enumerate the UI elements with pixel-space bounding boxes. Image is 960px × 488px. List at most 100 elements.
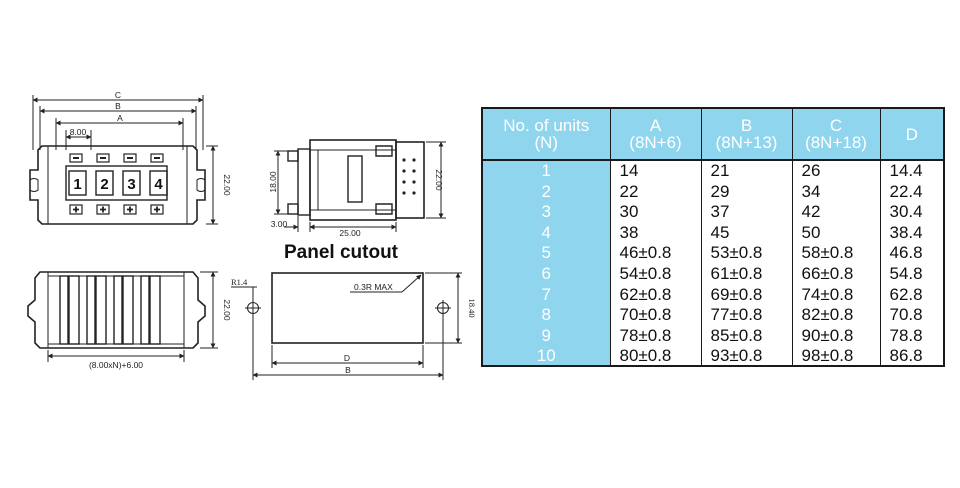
cutout-radius-label: R1.4 (231, 277, 248, 287)
cell-units: 10 (483, 346, 611, 365)
cell-c: 98±0.8 (792, 346, 881, 365)
header-d: D (880, 109, 943, 161)
cell-a: 78±0.8 (610, 325, 702, 347)
cell-d: 30.4 (889, 202, 923, 222)
digit-4: 4 (154, 176, 163, 193)
dimension-table: No. of units (N) A (8N+6) B (8N+13) C (8… (481, 107, 945, 367)
cell-b: 93±0.8 (701, 346, 793, 365)
header-a-line2: (8N+6) (629, 133, 682, 152)
cell-b: 29 (701, 181, 793, 203)
cutout-height-label: 18.40 (467, 298, 477, 317)
cell-units: 9 (483, 325, 611, 347)
cell-d: 78.8 (889, 325, 923, 345)
panel-cutout-title: Panel cutout (284, 242, 399, 263)
digit-3: 3 (127, 176, 135, 193)
cell-c: 50 (792, 222, 881, 244)
cell-c: 90±0.8 (792, 325, 881, 347)
cell-d: 22.4 (889, 181, 923, 201)
header-d-line1: D (905, 124, 918, 144)
cell-a: 62±0.8 (610, 284, 702, 306)
cell-a: 54±0.8 (610, 263, 702, 285)
cell-units: 3 (483, 202, 611, 223)
cell-units: 8 (483, 305, 611, 326)
header-units-line1: No. of units (503, 116, 590, 135)
dim-pitch-label: 8.00 (70, 127, 87, 137)
cell-a: 22 (610, 181, 702, 203)
dim-a-label: A (117, 113, 123, 123)
cell-c: 26 (792, 160, 881, 182)
cell-b: 21 (701, 160, 793, 182)
side-view-height-label: 18.00 (268, 171, 278, 193)
header-c: C (8N+18) (792, 109, 881, 161)
panel-cutout-drawing (231, 272, 462, 380)
cell-c: 74±0.8 (792, 284, 881, 306)
bottom-view (27, 271, 218, 362)
cell-d: 70.8 (889, 305, 923, 325)
side-view-length-label: 25.00 (339, 228, 361, 238)
header-a-line1: A (649, 116, 662, 135)
cell-a: 46±0.8 (610, 243, 702, 264)
cutout-dim-d-label: D (344, 353, 350, 363)
cell-units: 2 (483, 181, 611, 203)
cell-b: 45 (701, 222, 793, 244)
cutout-dim-b-label: B (345, 365, 351, 375)
cell-units: 7 (483, 284, 611, 306)
cell-c: 34 (792, 181, 881, 203)
cell-a: 70±0.8 (610, 305, 702, 326)
cell-units: 6 (483, 263, 611, 285)
header-a: A (8N+6) (610, 109, 702, 161)
table-header-row: No. of units (N) A (8N+6) B (8N+13) C (8… (483, 109, 943, 161)
header-b: B (8N+13) (701, 109, 793, 161)
digit-2: 2 (100, 176, 108, 193)
cell-b: 53±0.8 (701, 243, 793, 264)
cell-d: 54.8 (889, 263, 923, 283)
dim-b-label: B (115, 101, 121, 111)
cell-d: 62.8 (889, 284, 923, 304)
cell-units: 1 (483, 160, 611, 182)
top-view-height-label: 22.00 (222, 174, 232, 196)
cell-b: 61±0.8 (701, 263, 793, 285)
header-c-line2: (8N+18) (805, 133, 867, 152)
cell-d: 38.4 (889, 222, 923, 242)
dim-c-label: C (115, 90, 121, 100)
cell-c: 58±0.8 (792, 243, 881, 264)
header-b-line1: B (740, 116, 753, 135)
cell-b: 37 (701, 202, 793, 223)
header-c-line1: C (829, 116, 843, 135)
side-view-depth-label: 22.00 (434, 169, 444, 191)
cell-c: 42 (792, 202, 881, 223)
bottom-view-height-label: 22.00 (222, 299, 232, 321)
side-view (274, 139, 446, 232)
cell-a: 80±0.8 (610, 346, 702, 365)
cell-b: 69±0.8 (701, 284, 793, 306)
bottom-view-width-label: (8.00xN)+6.00 (89, 360, 143, 370)
cell-units: 4 (483, 222, 611, 244)
header-units: No. of units (N) (483, 109, 611, 161)
cell-b: 77±0.8 (701, 305, 793, 326)
cell-d: 46.8 (889, 243, 923, 263)
cell-b: 85±0.8 (701, 325, 793, 347)
header-units-line2: (N) (534, 133, 559, 152)
cell-a: 38 (610, 222, 702, 244)
cell-d: 14.4 (889, 161, 923, 180)
cell-c: 66±0.8 (792, 263, 881, 285)
cell-c: 82±0.8 (792, 305, 881, 326)
cell-a: 30 (610, 202, 702, 223)
side-view-offset-label: 3.00 (271, 219, 288, 229)
cutout-corner-label: 0.3R MAX (354, 282, 393, 292)
cell-a: 14 (610, 160, 702, 182)
digit-1: 1 (73, 176, 81, 193)
cell-units: 5 (483, 243, 611, 264)
header-b-line2: (8N+13) (715, 133, 778, 152)
